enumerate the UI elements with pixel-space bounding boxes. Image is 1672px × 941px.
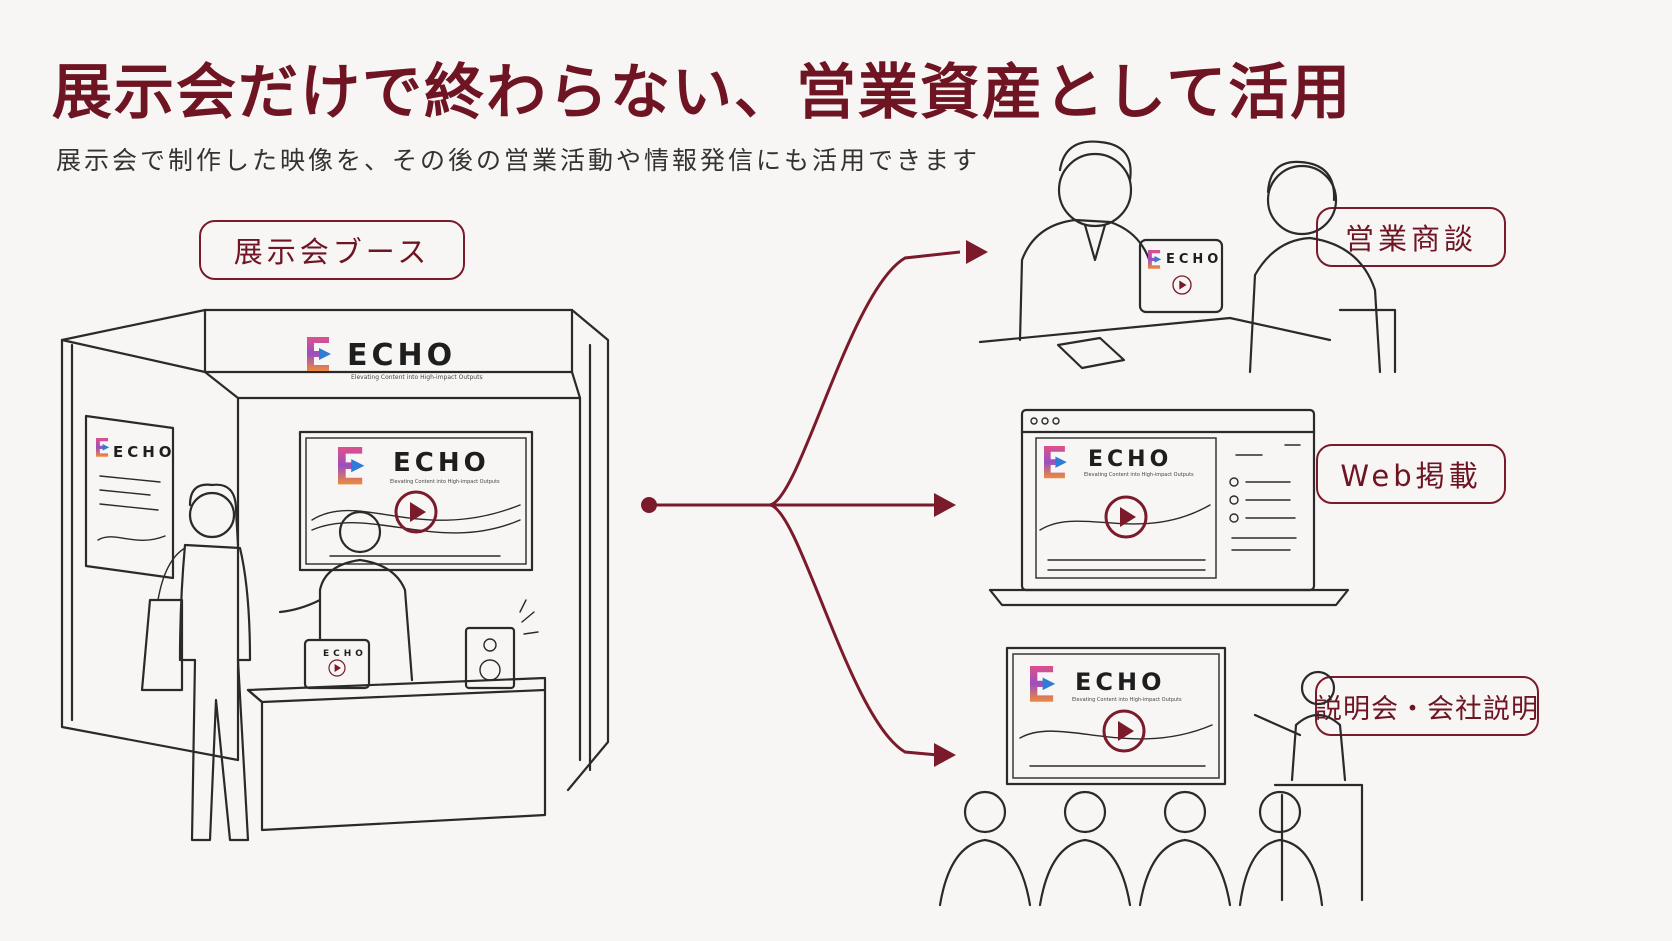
source-label-booth: 展示会ブース bbox=[199, 220, 465, 280]
connector-arrows bbox=[641, 240, 988, 767]
booth-illustration: ECHO Elevating Content into High-impact … bbox=[60, 308, 610, 842]
web-laptop-illustration: ECHO Elevating Content into High-impact … bbox=[988, 408, 1350, 607]
arrow-right-icon bbox=[966, 240, 988, 264]
sales-meeting-illustration: ECHO bbox=[978, 140, 1397, 374]
target-label-web: Web掲載 bbox=[1316, 444, 1506, 504]
arrow-right-icon bbox=[934, 743, 956, 767]
svg-text:ECHO: ECHO bbox=[113, 443, 176, 461]
svg-text:ECHO: ECHO bbox=[393, 448, 490, 478]
target-label-sales-meeting: 営業商談 bbox=[1316, 207, 1506, 267]
svg-text:ECHO: ECHO bbox=[1075, 668, 1166, 696]
target-label-briefing: 説明会・会社説明 bbox=[1315, 676, 1539, 736]
arrow-right-icon bbox=[934, 493, 956, 517]
booth-logo: ECHO Elevating Content into High-impact … bbox=[307, 337, 483, 381]
svg-text:Elevating Content into High-im: Elevating Content into High-impact Outpu… bbox=[1084, 472, 1194, 478]
svg-text:Elevating Content into High-im: Elevating Content into High-impact Outpu… bbox=[1072, 697, 1182, 703]
briefing-illustration: ECHO Elevating Content into High-impact … bbox=[938, 646, 1364, 907]
booth-logo-tagline: Elevating Content into High-impact Outpu… bbox=[351, 374, 483, 381]
svg-text:Elevating Content into High-im: Elevating Content into High-impact Outpu… bbox=[390, 479, 500, 485]
page-subtitle: 展示会で制作した映像を、その後の営業活動や情報発信にも活用できます bbox=[56, 146, 981, 175]
svg-text:ECHO: ECHO bbox=[1088, 447, 1172, 472]
svg-text:ECHO: ECHO bbox=[323, 649, 367, 659]
speaker-icon bbox=[464, 626, 516, 690]
booth-logo-text: ECHO bbox=[347, 338, 456, 373]
svg-text:ECHO: ECHO bbox=[1166, 252, 1222, 267]
page-title: 展示会だけで終わらない、営業資産として活用 bbox=[52, 58, 1353, 128]
